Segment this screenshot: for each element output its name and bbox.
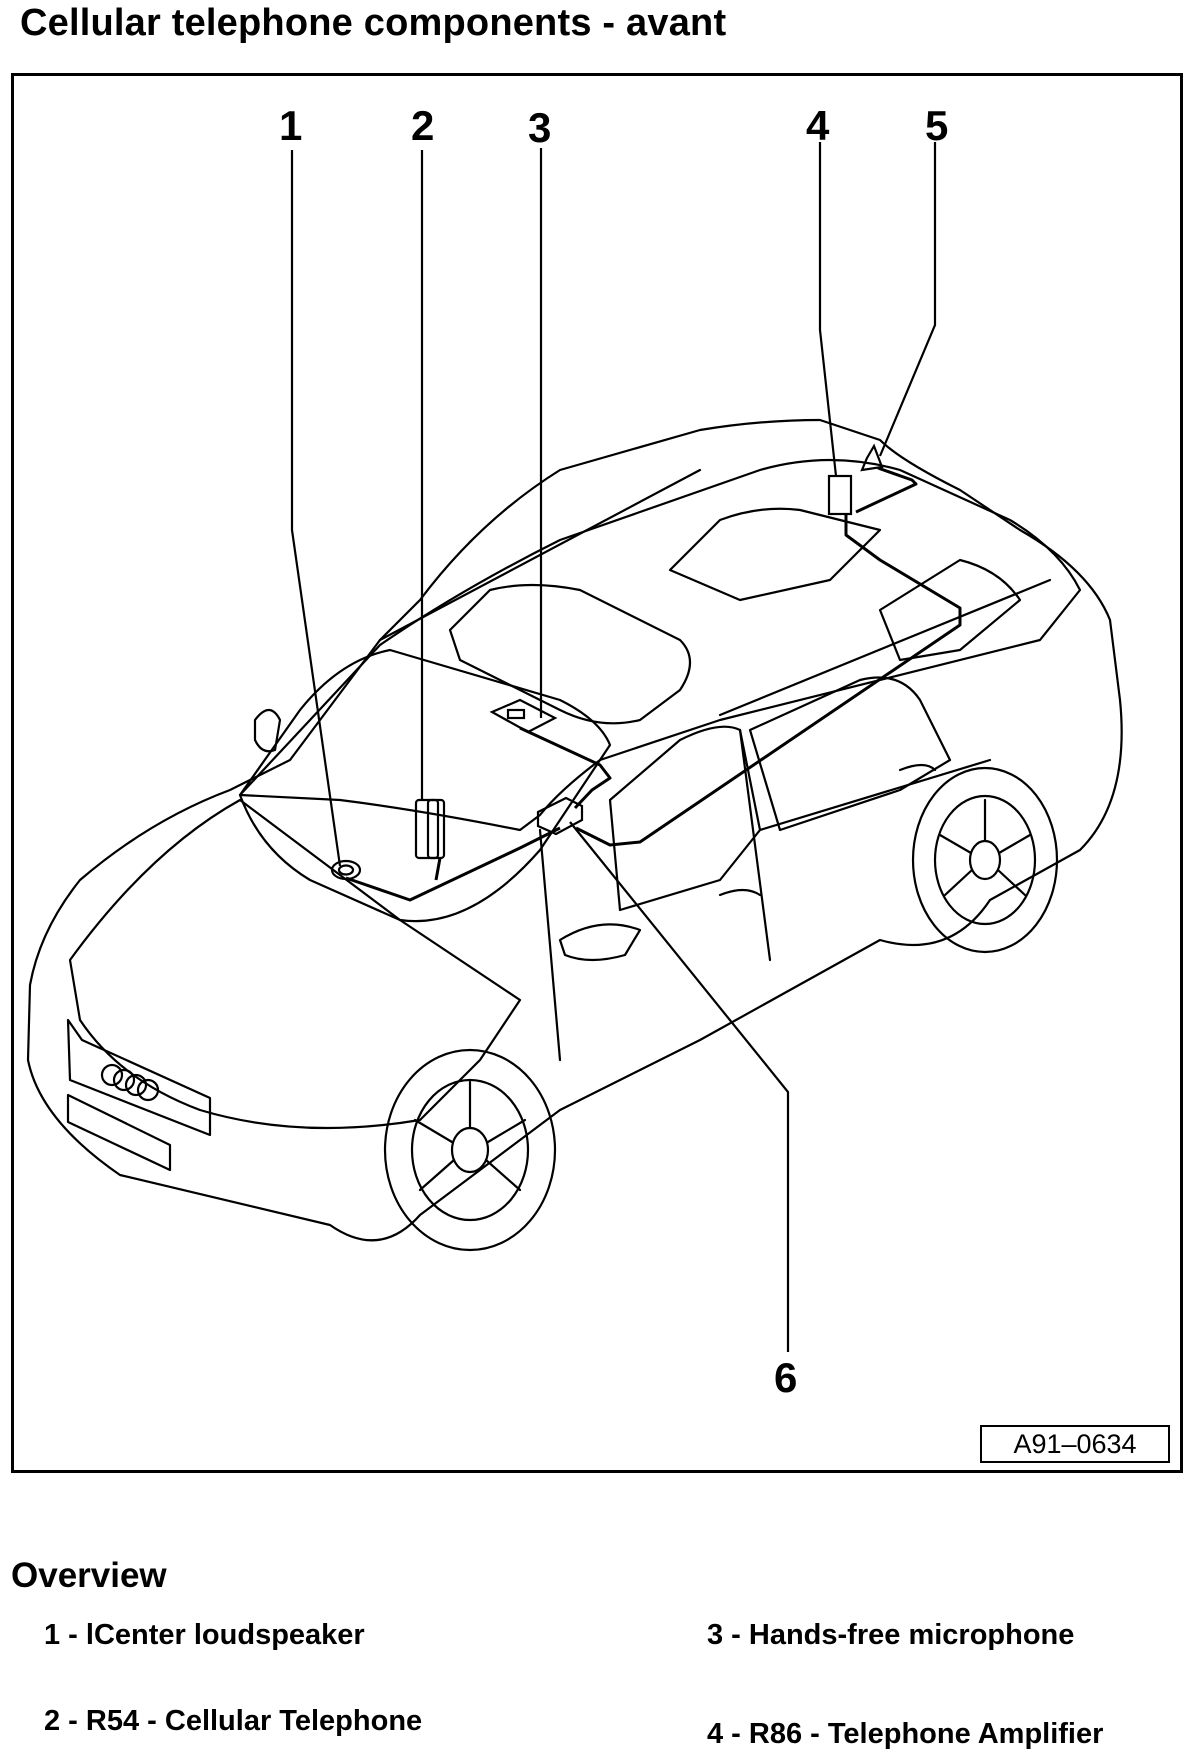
overview-heading: Overview (11, 1556, 167, 1595)
rear-wheel (911, 766, 1059, 954)
callout-4: 4 (806, 102, 830, 149)
license-plate (66, 1093, 172, 1172)
car-diagram: 1 2 3 4 5 6 (26, 102, 1123, 1401)
side-mirror (558, 923, 642, 962)
roof-antenna (860, 443, 884, 472)
front-wheel (383, 1048, 557, 1252)
rear-window-2 (878, 558, 1022, 662)
grille (66, 1018, 212, 1137)
telephone-amplifier (536, 796, 584, 836)
legend-item: 4 - R86 - Telephone Amplifier (707, 1718, 1104, 1750)
figure-reference-code: A91–0634 (980, 1425, 1170, 1463)
wiring-harness (345, 466, 962, 902)
amplifier-rear (827, 474, 853, 516)
callout-3: 3 (528, 104, 551, 151)
center-loudspeaker (330, 859, 362, 881)
rear-window-1 (668, 507, 882, 602)
windshield (238, 648, 612, 923)
callout-6: 6 (774, 1354, 797, 1401)
side-window-front (608, 725, 762, 912)
callout-1: 1 (279, 102, 302, 149)
page-title: Cellular telephone components - avant (20, 2, 727, 44)
legend-item: 3 - Hands-free microphone (707, 1619, 1075, 1651)
callout-2: 2 (411, 102, 434, 149)
cellular-telephone (414, 798, 440, 860)
legend-item: 2 - R54 - Cellular Telephone (44, 1705, 423, 1737)
car-hood (68, 798, 522, 1130)
side-window-rear (748, 676, 952, 832)
sunroof (448, 583, 692, 725)
car-roof (238, 458, 1082, 832)
callout-5: 5 (925, 102, 948, 149)
figure-frame (11, 73, 1183, 1473)
legend-item: 1 - lCenter loudspeaker (44, 1619, 365, 1651)
hands-free-microphone (489, 698, 558, 734)
